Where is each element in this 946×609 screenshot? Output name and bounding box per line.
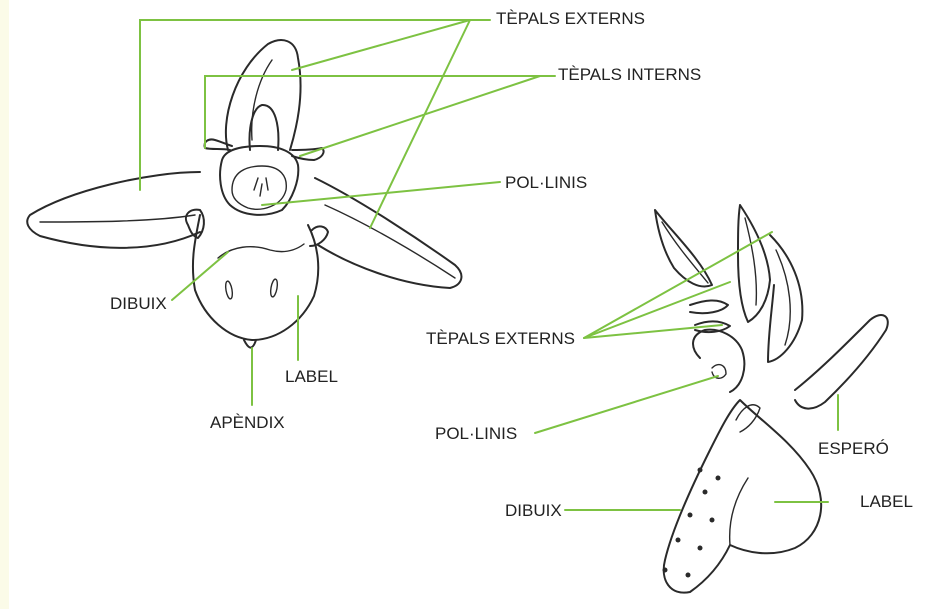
front-column (250, 105, 279, 150)
label-front-pollinia: POL·LINIS (505, 174, 587, 191)
front-lip-pattern (218, 244, 304, 258)
label-side-lip: LABEL (860, 493, 913, 510)
leader-front-outer-tepals-b (292, 20, 470, 70)
label-side-outer-tepals: TÈPALS EXTERNS (426, 330, 575, 347)
leader-front-outer-tepals-a (140, 20, 490, 190)
leader-front-pattern (172, 252, 228, 300)
leader-front-inner-tepals-b (300, 76, 540, 156)
side-sepal-1 (655, 210, 712, 286)
leader-front-outer-tepals-c (370, 20, 470, 228)
label-side-spur: ESPERÓ (818, 440, 889, 457)
front-lip (193, 215, 318, 340)
label-front-lip: LABEL (285, 368, 338, 385)
front-left-sepal (27, 172, 200, 248)
side-column (693, 330, 744, 392)
leader-front-pollinia (262, 182, 500, 205)
front-right-sepal (315, 178, 461, 288)
label-front-inner-tepals: TÈPALS INTERNS (558, 66, 701, 83)
label-side-pattern: DIBUIX (505, 502, 562, 519)
side-petal-1 (690, 300, 728, 313)
label-front-pattern: DIBUIX (110, 295, 167, 312)
front-appendix (244, 340, 256, 348)
side-view-flower (655, 205, 888, 593)
front-dorsal-sepal (226, 40, 301, 150)
front-view-flower (27, 40, 461, 348)
side-lip (664, 400, 821, 593)
label-front-appendix: APÈNDIX (210, 414, 285, 431)
label-side-pollinia: POL·LINIS (435, 425, 517, 442)
leader-side-pollinia (535, 376, 718, 433)
front-column-base (220, 146, 298, 215)
label-front-outer-tepals: TÈPALS EXTERNS (496, 10, 645, 27)
leader-side-outer-tepals-a (584, 232, 772, 338)
leader-front-inner-tepals-a (205, 76, 555, 148)
side-spur (795, 315, 888, 409)
